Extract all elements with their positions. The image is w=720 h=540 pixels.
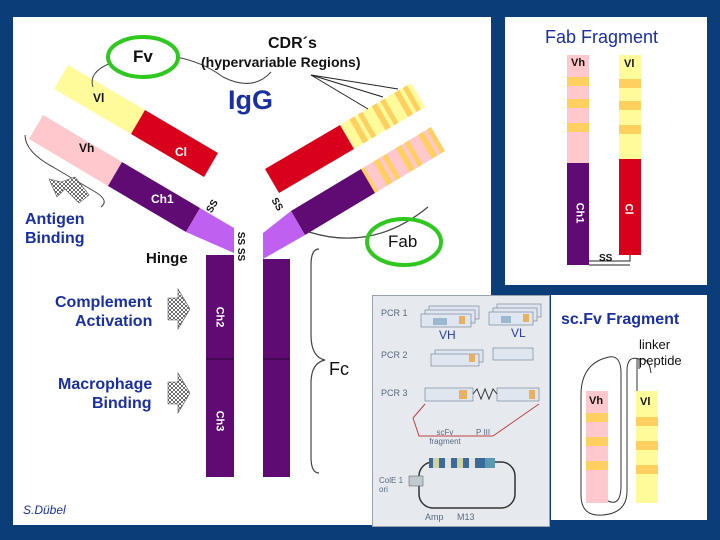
brace-fc (311, 249, 325, 473)
igg-title: IgG (228, 85, 273, 116)
fc-label: Fc (329, 359, 349, 380)
cdr-pointer (311, 75, 383, 97)
pcr-cloning-panel: PCR 1 PCR 2 PCR 3 VH VL scFv fragment P … (372, 295, 550, 527)
pcr-vl-label: VL (511, 326, 526, 340)
pcr-cole1-label: ColE 1 ori (379, 476, 407, 494)
complement-activation-label-2: Activation (75, 313, 152, 331)
vh-label: Vh (79, 141, 94, 155)
antigen-binding-label-1: Antigen (25, 211, 85, 229)
pcr-amp-label: Amp (425, 512, 444, 522)
pcr-vh-label: VH (439, 328, 456, 342)
ch1-label: Ch1 (151, 192, 174, 206)
ss-hinge-label: SS SS (235, 232, 246, 261)
pcr-scfv-fragment-label: scFv fragment (425, 428, 465, 446)
fab-fragment-title: Fab Fragment (545, 27, 658, 48)
fv-label: Fv (133, 47, 153, 67)
fab-cl-label: Cl (623, 204, 635, 215)
antigen-binding-label-2: Binding (25, 230, 85, 248)
fab-fragment-diagram (505, 17, 707, 285)
pcr1-label: PCR 1 (381, 308, 408, 318)
fab-vh-label: Vh (571, 57, 585, 69)
pcr-m13-label: M13 (457, 512, 475, 522)
hinge-label: Hinge (146, 250, 188, 267)
cdr-subtitle: (hypervariable Regions) (201, 54, 361, 70)
antigen-arrow (49, 177, 89, 203)
pcr-piii-label: P III (475, 428, 491, 437)
macrophage-binding-label-1: Macrophage (58, 376, 152, 394)
fab-label: Fab (388, 232, 417, 252)
stem-left (206, 255, 234, 477)
fab-ss-label: SS (599, 253, 612, 264)
macrophage-arrow (168, 373, 190, 413)
pcr2-label: PCR 2 (381, 350, 408, 360)
left-heavy-variable (29, 115, 122, 186)
vl-label: Vl (93, 91, 104, 105)
cdr-pointer (311, 75, 398, 89)
left-light-constant (131, 110, 218, 177)
pcr3-label: PCR 3 (381, 388, 408, 398)
fab-fragment-panel: Fab Fragment Vh Vl Ch1 Cl SS (505, 17, 707, 285)
scfv-vh-label: Vh (589, 395, 603, 407)
fab-vl-label: Vl (624, 58, 634, 70)
scfv-fragment-panel: sc.Fv Fragment linker peptide Vh Vl (551, 295, 707, 520)
macrophage-binding-label-2: Binding (92, 395, 152, 413)
cdr-title: CDR´s (268, 35, 317, 53)
scfv-vl-label: Vl (640, 396, 650, 408)
stem-right (263, 259, 290, 477)
complement-arrow (168, 289, 190, 329)
ch3-label: Ch3 (213, 411, 225, 432)
ch2-label: Ch2 (213, 307, 225, 328)
right-heavy-ch1 (291, 169, 375, 235)
scfv-linker-label: linker peptide (639, 337, 695, 369)
complement-activation-label-1: Complement (55, 294, 152, 312)
credit-label: S.Dübel (23, 503, 66, 517)
cdr-pointer (311, 75, 368, 109)
cl-label: Cl (175, 145, 187, 159)
fab-ch1-label: Ch1 (573, 203, 585, 224)
scfv-fragment-title: sc.Fv Fragment (561, 311, 679, 329)
